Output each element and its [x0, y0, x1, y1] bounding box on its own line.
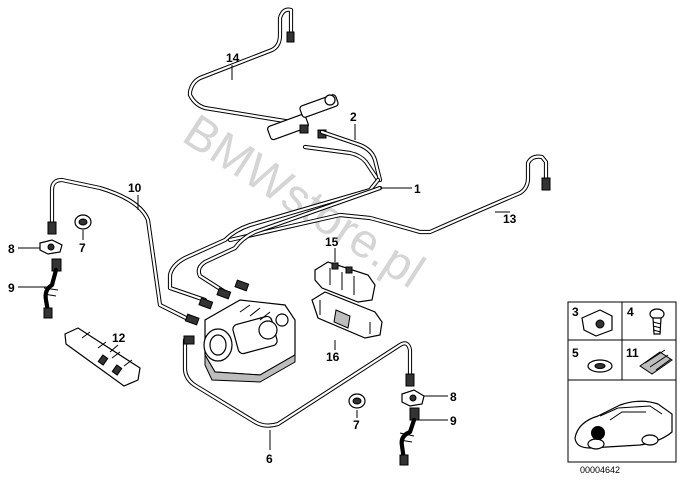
location-marker	[591, 426, 605, 440]
abs-hydraulic-unit	[203, 299, 296, 383]
clip-strip-12	[64, 327, 141, 387]
car-silhouette	[574, 400, 673, 450]
line-6-fitting	[405, 373, 415, 387]
callout-6: 6	[266, 452, 273, 466]
callout-9-right: 9	[450, 414, 457, 428]
callout-8-right: 8	[450, 390, 457, 404]
inset-callout-11: 11	[626, 346, 639, 360]
brake-master-cylinder	[267, 94, 339, 141]
brake-line-10[interactable]	[47, 177, 193, 323]
part-16-bracket	[311, 291, 383, 339]
brake-line-14[interactable]	[187, 7, 295, 125]
brake-hose-9-left[interactable]	[43, 258, 62, 319]
callout-13: 13	[503, 212, 517, 226]
inset-callout-4: 4	[627, 305, 634, 319]
callout-2: 2	[350, 110, 357, 124]
clip-8-left	[39, 239, 63, 255]
line-14-fitting	[286, 31, 295, 43]
callout-7-right: 7	[353, 418, 360, 432]
callout-7-left: 7	[79, 241, 86, 255]
diagram-code: 00004642	[580, 465, 620, 475]
grommet-7-left	[74, 214, 92, 230]
callout-14: 14	[226, 51, 240, 65]
inset-callout-3: 3	[572, 305, 579, 319]
callout-10: 10	[128, 181, 142, 195]
callout-9-left: 9	[8, 281, 15, 295]
brake-line-1[interactable]	[167, 177, 383, 303]
leader-lines	[18, 65, 510, 450]
clip-11-icon	[639, 349, 673, 375]
grommet-7-right	[348, 393, 366, 409]
callout-8-left: 8	[8, 242, 15, 256]
clamp-3-icon	[581, 309, 613, 337]
line-13-fitting	[541, 177, 551, 191]
callout-1: 1	[414, 182, 421, 196]
part-15-bracket	[314, 261, 376, 303]
washer-5-icon	[587, 359, 613, 373]
callout-16: 16	[326, 350, 340, 364]
brake-line-6[interactable]	[182, 337, 415, 428]
brake-line-13[interactable]	[227, 154, 551, 243]
line-10-fitting	[47, 221, 57, 235]
brake-line-2[interactable]	[302, 129, 383, 183]
inset-panel: 3 4 5 11	[567, 301, 677, 463]
watermark: BMWstore.pl	[174, 105, 433, 299]
screw-4-icon	[649, 308, 665, 335]
callout-labels: 14 2 1 13 10 7 8 9 12 15 16 6 7 8 9	[8, 51, 517, 466]
inset-callout-5: 5	[572, 346, 579, 360]
clip-8-right	[401, 389, 425, 407]
brake-hose-9-right[interactable]	[399, 407, 420, 466]
line-fittings-cluster	[183, 279, 250, 345]
callout-15: 15	[325, 235, 339, 249]
callout-12: 12	[112, 331, 126, 345]
